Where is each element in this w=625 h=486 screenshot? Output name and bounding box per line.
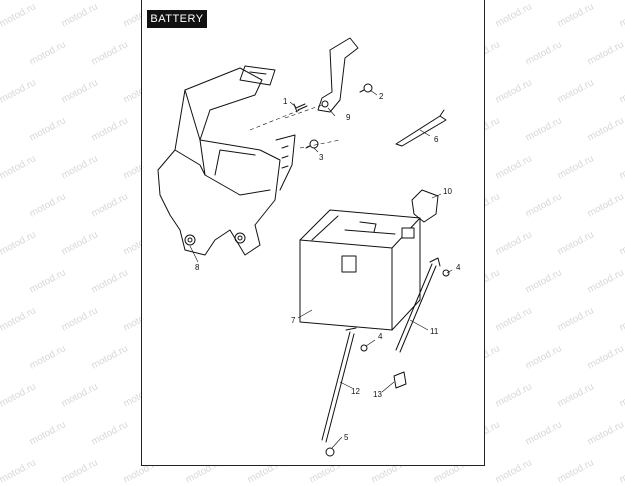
positive-cable-11 [395,257,441,353]
diagram-title: BATTERY [147,10,207,28]
bolt-4b [360,344,368,352]
callout-1: 1 [283,97,288,106]
negative-cable-12 [321,327,357,443]
exploded-parts-diagram: 1 2 3 4 4 5 6 7 8 9 10 11 12 13 [157,37,461,457]
callout-8: 8 [195,263,200,272]
screw-2 [359,83,373,93]
callout-2: 2 [379,92,384,101]
callout-7: 7 [291,316,296,325]
battery-tray [157,65,296,256]
battery-7 [299,209,421,331]
callout-13: 13 [373,390,382,399]
callout-11: 11 [430,327,439,336]
callout-3: 3 [319,153,324,162]
terminal-cover-10 [411,189,439,223]
battery-strap [317,37,359,113]
callout-6: 6 [434,135,439,144]
callout-5: 5 [344,433,349,442]
callout-4b: 4 [378,332,383,341]
callout-4a: 4 [456,263,461,272]
nut-13 [393,371,407,389]
bolt-4a [442,269,450,277]
callout-10: 10 [443,187,452,196]
screw-1 [293,103,308,113]
callout-12: 12 [351,387,360,396]
nut-5 [325,447,335,457]
callout-9: 9 [346,113,351,122]
tool-6 [395,109,447,147]
screw-3 [305,139,319,149]
